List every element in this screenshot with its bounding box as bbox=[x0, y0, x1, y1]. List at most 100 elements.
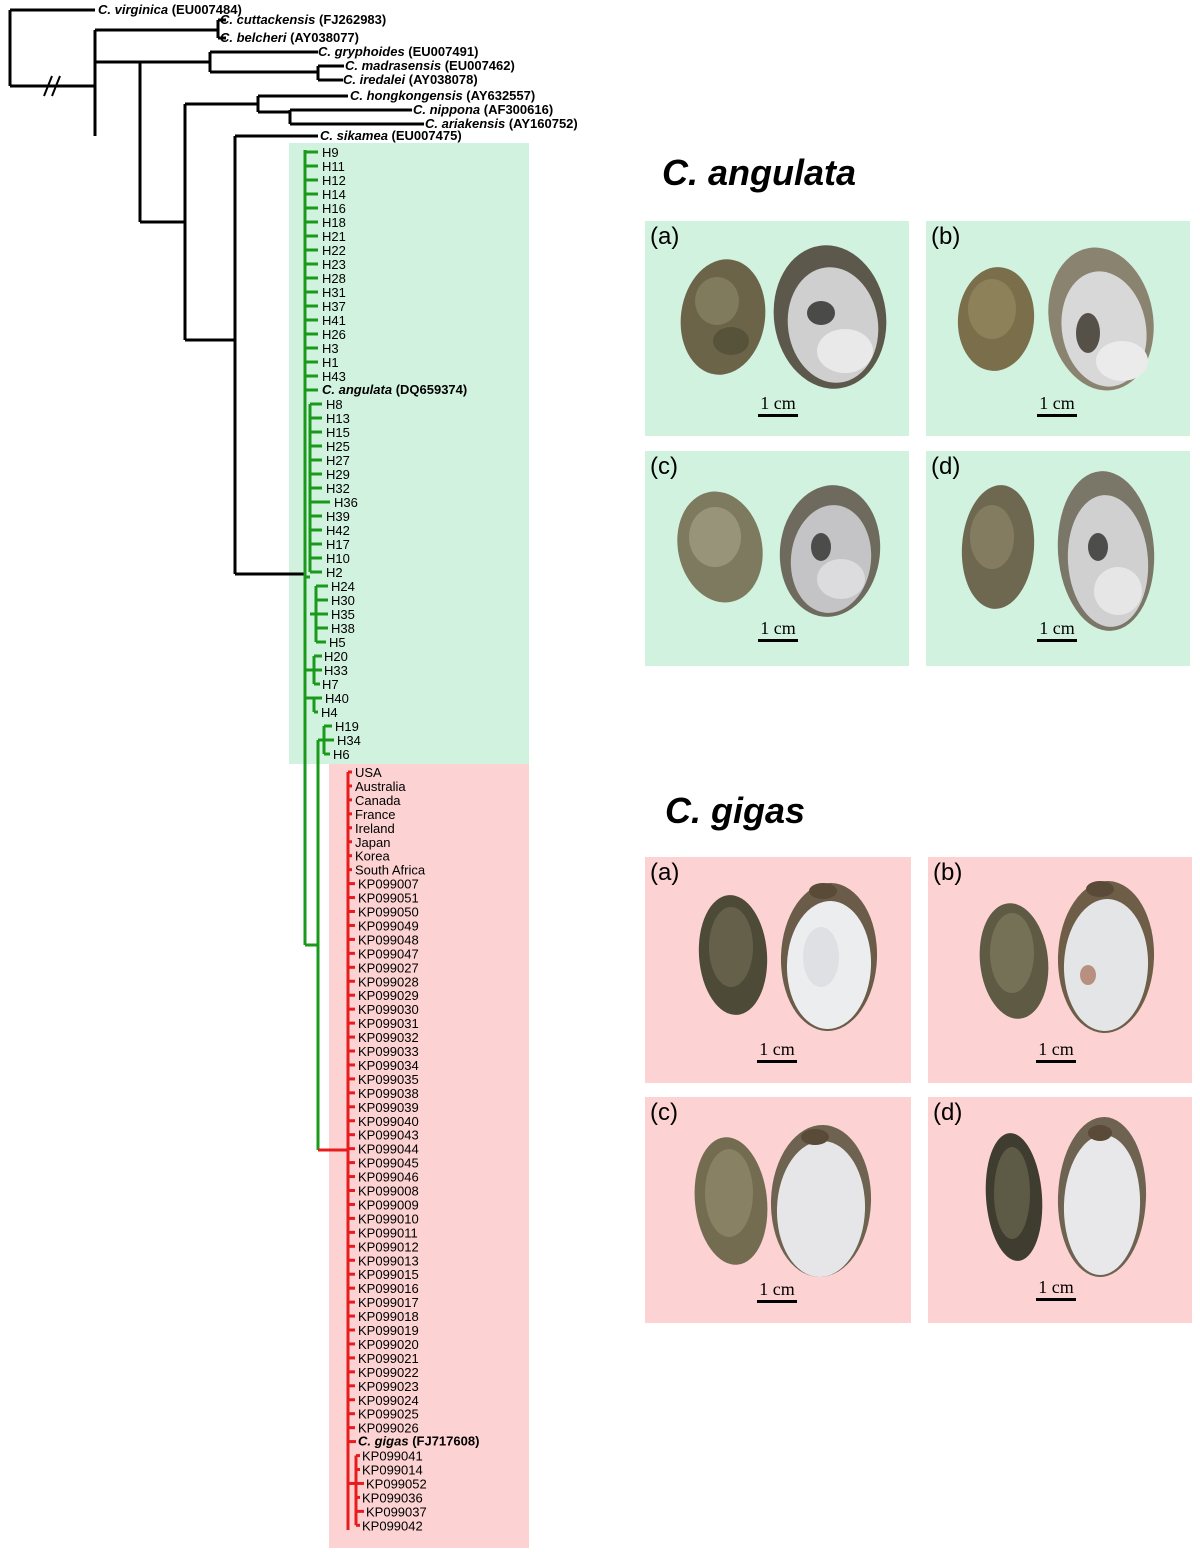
gigas-tip-label-KP099017: KP099017 bbox=[358, 1295, 419, 1310]
gigas-c-label: (c) bbox=[650, 1099, 678, 1126]
haplotype-label-H35: H35 bbox=[331, 607, 355, 622]
angulata-a-label: (a) bbox=[650, 223, 680, 250]
gigas-a-label: (a) bbox=[650, 859, 680, 886]
gigas-tip-label-KP099016: KP099016 bbox=[358, 1281, 419, 1296]
gigas-tip-label-KP099022: KP099022 bbox=[358, 1365, 419, 1380]
gigas-tip-label-KP099047: KP099047 bbox=[358, 946, 419, 961]
outgroup-label-virginica: C. virginica (EU007484) bbox=[98, 2, 242, 17]
outgroup-label-nippona: C. nippona (AF300616) bbox=[413, 102, 553, 117]
haplotype-label-H2: H2 bbox=[326, 565, 343, 580]
gigas-a-scale-line bbox=[757, 1060, 797, 1063]
gigas-tip-label-KP099036: KP099036 bbox=[362, 1490, 423, 1505]
haplotype-label-H11: H11 bbox=[322, 159, 345, 174]
outgroup-label-ariakensis: C. ariakensis (AY160752) bbox=[425, 116, 578, 131]
gigas-d-shell-photo bbox=[985, 1117, 1147, 1277]
gigas-tip-label-KP099029: KP099029 bbox=[358, 988, 419, 1003]
gigas-c-scale-label: 1 cm bbox=[759, 1279, 795, 1299]
haplotype-label-H31: H31 bbox=[322, 285, 346, 300]
gigas-b-scale-bar: 1 cm bbox=[1026, 1039, 1086, 1063]
haplotype-label-H41: H41 bbox=[322, 313, 346, 328]
gigas-c-scale-bar: 1 cm bbox=[747, 1279, 807, 1303]
gigas-tip-label-KP099042: KP099042 bbox=[362, 1518, 423, 1533]
gigas-tip-label-KP099044: KP099044 bbox=[358, 1142, 419, 1157]
haplotype-label-H38: H38 bbox=[331, 621, 355, 636]
gigas-tip-label-KP099049: KP099049 bbox=[358, 918, 419, 933]
angulata-clade-background bbox=[289, 143, 529, 764]
haplotype-label-H8: H8 bbox=[326, 397, 343, 412]
angulata-panel-a: (a) 1 cm bbox=[645, 221, 909, 436]
angulata-c-scale-label: 1 cm bbox=[760, 618, 796, 638]
gigas-tip-label-KP099050: KP099050 bbox=[358, 905, 419, 920]
angulata-c-scale-bar: 1 cm bbox=[748, 618, 808, 642]
outgroup-label-cuttackensis: C. cuttackensis (FJ262983) bbox=[220, 12, 386, 27]
gigas-tip-label-KP099051: KP099051 bbox=[358, 891, 419, 906]
gigas-tip-label-KP099012: KP099012 bbox=[358, 1239, 419, 1254]
angulata-a-scale-bar: 1 cm bbox=[748, 393, 808, 417]
gigas-tip-label-KP099043: KP099043 bbox=[358, 1128, 419, 1143]
gigas-tip-label-Australia: Australia bbox=[355, 779, 406, 794]
angulata-b-label: (b) bbox=[931, 223, 961, 250]
haplotype-label-H22: H22 bbox=[322, 243, 346, 258]
angulata-b-shell-photo bbox=[957, 247, 1154, 391]
gigas-tip-label-KP099027: KP099027 bbox=[358, 960, 419, 975]
branch-break-mark bbox=[43, 75, 53, 97]
gigas-tip-label-KP099015: KP099015 bbox=[358, 1267, 419, 1282]
angulata-section-title: C. angulata bbox=[662, 152, 857, 193]
gigas-panel-c: (c) 1 cm bbox=[645, 1097, 911, 1323]
outgroup-label-belcheri: C. belcheri (AY038077) bbox=[220, 30, 359, 45]
gigas-tip-label-KP099025: KP099025 bbox=[358, 1407, 419, 1422]
gigas-tip-label-KP099035: KP099035 bbox=[358, 1072, 419, 1087]
angulata-panel-b: (b) 1 cm bbox=[926, 221, 1190, 436]
haplotype-label-H9: H9 bbox=[322, 145, 339, 160]
gigas-tip-label-KP099033: KP099033 bbox=[358, 1044, 419, 1059]
gigas-tip-label-KP099011: KP099011 bbox=[358, 1225, 418, 1240]
gigas-tip-label-KP099030: KP099030 bbox=[358, 1002, 419, 1017]
angulata-c-scale-line bbox=[758, 639, 798, 642]
gigas-c-shell-photo bbox=[694, 1125, 872, 1277]
haplotype-label-H42: H42 bbox=[326, 523, 350, 538]
gigas-tip-label-KP099041: KP099041 bbox=[362, 1449, 423, 1464]
angulata-d-scale-line bbox=[1037, 639, 1077, 642]
haplotype-label-H15: H15 bbox=[326, 425, 350, 440]
haplotype-label-H7: H7 bbox=[322, 677, 339, 692]
haplotype-label-H6: H6 bbox=[333, 747, 350, 762]
haplotype-label-H4: H4 bbox=[321, 705, 338, 720]
haplotype-label-H21: H21 bbox=[322, 229, 346, 244]
haplotype-label-H12: H12 bbox=[322, 173, 346, 188]
gigas-panel-d: (d) 1 cm bbox=[928, 1097, 1192, 1323]
outgroup-label-hongkongensis: C. hongkongensis (AY632557) bbox=[350, 88, 535, 103]
gigas-reference-label: C. gigas (FJ717608) bbox=[358, 1434, 479, 1449]
gigas-tip-label-KP099026: KP099026 bbox=[358, 1421, 419, 1436]
gigas-tip-label-KP099032: KP099032 bbox=[358, 1030, 419, 1045]
gigas-a-scale-label: 1 cm bbox=[759, 1039, 795, 1059]
gigas-tip-label-KP099024: KP099024 bbox=[358, 1393, 419, 1408]
haplotype-label-H32: H32 bbox=[326, 481, 350, 496]
gigas-tip-label-France: France bbox=[355, 807, 395, 822]
gigas-tip-label-KP099046: KP099046 bbox=[358, 1170, 419, 1185]
gigas-d-scale-bar: 1 cm bbox=[1026, 1277, 1086, 1301]
branch-break-mark bbox=[51, 75, 61, 97]
haplotype-label-H43: H43 bbox=[322, 369, 346, 384]
gigas-d-scale-label: 1 cm bbox=[1038, 1277, 1074, 1297]
gigas-tip-label-KP099023: KP099023 bbox=[358, 1379, 419, 1394]
phylogenetic-tree: C. virginica (EU007484)C. cuttackensis (… bbox=[8, 2, 578, 1533]
gigas-tip-label-Korea: Korea bbox=[355, 849, 390, 864]
gigas-a-scale-bar: 1 cm bbox=[747, 1039, 807, 1063]
gigas-tip-label-KP099013: KP099013 bbox=[358, 1253, 419, 1268]
gigas-a-shell-photo bbox=[698, 883, 878, 1031]
haplotype-label-H40: H40 bbox=[325, 691, 349, 706]
angulata-c-label: (c) bbox=[650, 453, 678, 480]
gigas-tip-label-KP099034: KP099034 bbox=[358, 1058, 419, 1073]
outgroup-label-sikamea: C. sikamea (EU007475) bbox=[320, 128, 462, 143]
gigas-tip-label-KP099028: KP099028 bbox=[358, 974, 419, 989]
gigas-tip-label-KP099009: KP099009 bbox=[358, 1197, 419, 1212]
angulata-c-shell-photo bbox=[677, 485, 881, 617]
angulata-a-shell-photo bbox=[680, 245, 887, 389]
angulata-a-scale-line bbox=[758, 414, 798, 417]
gigas-b-scale-line bbox=[1036, 1060, 1076, 1063]
haplotype-label-H34: H34 bbox=[337, 733, 361, 748]
angulata-d-shell-photo bbox=[961, 471, 1155, 631]
gigas-tip-label-KP099007: KP099007 bbox=[358, 877, 419, 892]
outgroup-label-gryphoides: C. gryphoides (EU007491) bbox=[318, 44, 478, 59]
